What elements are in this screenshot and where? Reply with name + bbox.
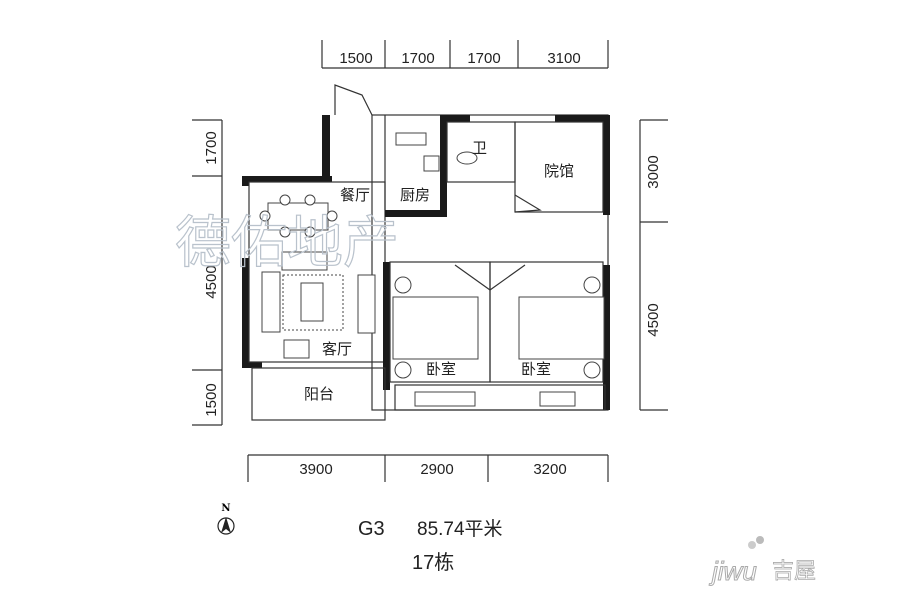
north-compass-icon: N (217, 503, 235, 535)
dim-left-3: 1500 (203, 383, 220, 416)
dim-top-3: 1700 (467, 50, 500, 67)
furniture (259, 132, 605, 407)
room-study-label: 院馆 (544, 162, 574, 180)
room-kitchen-label: 厨房 (400, 186, 430, 204)
walls (242, 84, 610, 421)
tv-cabinet (357, 274, 376, 334)
room-bedroom1-label: 卧室 (426, 360, 456, 378)
right-dimensions: 3000 4500 (639, 119, 668, 411)
dim-left-1: 1700 (203, 131, 220, 164)
left-dimensions: 1700 4500 1500 (192, 119, 223, 426)
coffee-table (300, 282, 324, 322)
bottom-dimensions: 3900 2900 3200 (247, 454, 609, 482)
dim-left-2: 4500 (203, 265, 220, 298)
unit-area: 85.74平米 (417, 518, 503, 540)
bed-right (518, 296, 605, 360)
dim-bottom-1: 3900 (299, 461, 332, 478)
dining-table (267, 202, 329, 231)
dim-right-2: 4500 (645, 303, 662, 336)
room-living-label: 客厅 (322, 340, 352, 358)
sofa (261, 271, 281, 333)
svg-text:N: N (221, 503, 230, 514)
top-dimensions: 1500 1700 1700 3100 (321, 40, 609, 69)
room-bathroom-label: 卫 (472, 139, 487, 157)
stove (423, 155, 440, 172)
dim-bottom-2: 2900 (420, 461, 453, 478)
svg-text:jiwu: jiwu (709, 556, 757, 586)
unit-type: G3 (358, 518, 385, 540)
toilet (456, 151, 478, 165)
dim-right-1: 3000 (645, 155, 662, 188)
room-bedroom2-label: 卧室 (521, 360, 551, 378)
room-dining-label: 餐厅 (340, 186, 370, 204)
bed-left (392, 296, 479, 360)
dim-bottom-3: 3200 (533, 461, 566, 478)
armchair (283, 339, 310, 359)
dim-top-4: 3100 (547, 50, 580, 67)
building-number: 17栋 (412, 551, 454, 574)
dim-top-2: 1700 (401, 50, 434, 67)
watermark: 德佑地产 (175, 211, 399, 276)
sofa (281, 251, 328, 271)
svg-text:吉屋: 吉屋 (772, 559, 816, 584)
room-balcony-label: 阳台 (304, 385, 334, 403)
jiwu-logo: jiwu 吉屋 (709, 536, 816, 587)
dim-top-1: 1500 (339, 50, 372, 67)
sink (395, 132, 427, 146)
